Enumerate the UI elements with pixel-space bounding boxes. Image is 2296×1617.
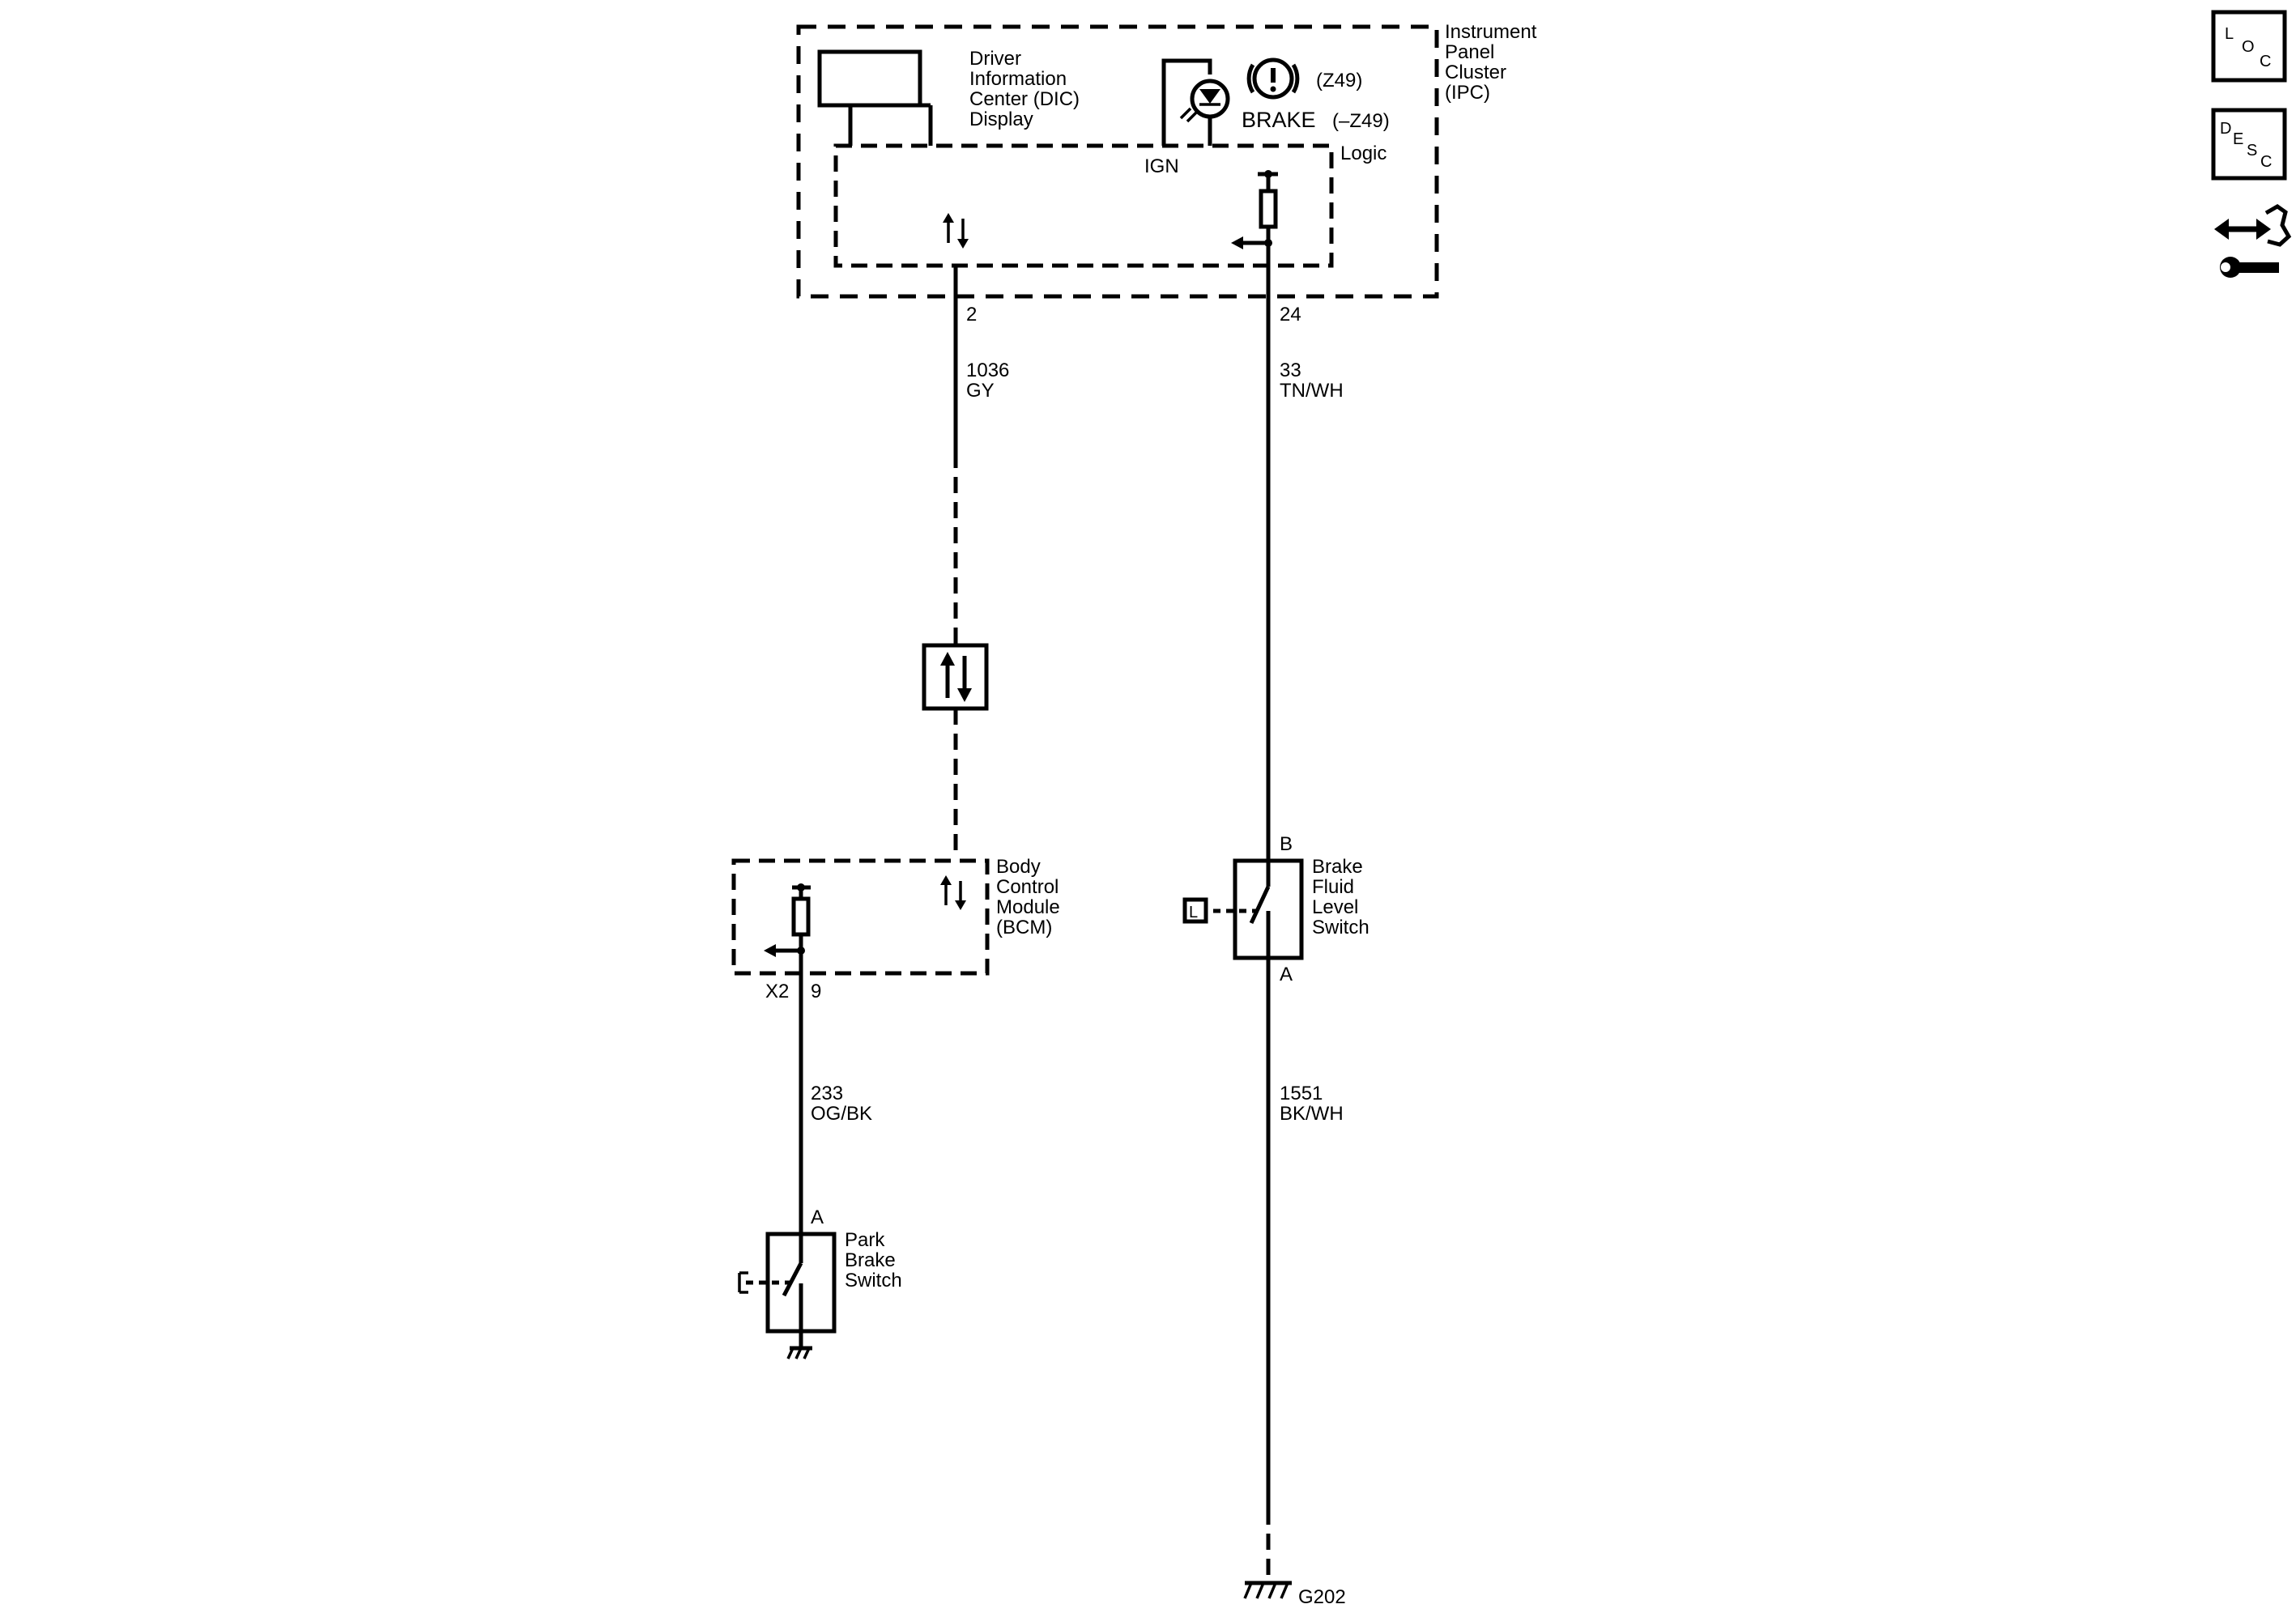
description-icon[interactable]: D E S C [2211,108,2287,181]
ipc-outline [796,24,1439,299]
brake-fluid-title-line4: Switch [1312,917,1370,938]
ipc-title-line4: (IPC) [1445,82,1490,104]
wire-33-number: 33 [1280,360,1301,381]
light-emission-icon [1179,107,1199,123]
park-brake-pin-a: A [811,1206,824,1228]
desc-letter-c: C [2260,153,2272,171]
wire-233-number: 233 [811,1083,843,1104]
bcm-outline [731,858,990,976]
ipc-module[interactable]: Instrument Panel Cluster (IPC) Driver In… [796,21,1537,326]
connector-repair-icon[interactable] [2214,204,2292,278]
dic-label-line1: Driver [969,48,1021,70]
wire-233-color: OG/BK [811,1103,872,1125]
brake-warning-icon [1246,57,1300,100]
ground-label: G202 [1298,1586,1346,1608]
dic-label-line3: Center (DIC) [969,88,1080,110]
ipc-title-line2: Panel [1445,41,1494,63]
bcm-pullup-resistor-icon [764,883,811,957]
loc-letter-o: O [2242,38,2255,56]
desc-letter-e: E [2233,130,2243,148]
brake-fluid-title-line1: Brake [1312,856,1363,878]
logic-outline [833,143,1334,268]
loc-letter-l: L [2225,25,2234,43]
park-brake-title-line3: Switch [845,1270,902,1291]
ipc-title-line1: Instrument [1445,21,1537,43]
brake-fluid-title-line3: Level [1312,896,1358,918]
ipc-pin-data: 2 [966,304,977,326]
wire-33-color: TN/WH [1280,380,1344,402]
brake-fluid-location-marker: L [1182,897,1208,924]
bcm-title-line1: Body [996,856,1041,878]
loc-letter-c: C [2260,53,2271,70]
bcm-pin-label: 9 [811,981,821,1002]
serial-data-gateway-icon[interactable] [922,643,989,711]
brake-fluid-pin-b: B [1280,833,1293,855]
brake-indicator[interactable]: (Z49) BRAKE (–Z49) IGN [1144,57,1390,177]
park-brake-title-line2: Brake [845,1249,896,1271]
bcm-title-line4: (BCM) [996,917,1052,938]
bcm-module[interactable]: Body Control Module (BCM) X2 9 [731,856,1060,1002]
g202-ground-icon [1243,1581,1292,1599]
bcm-serial-data-icon [940,875,966,910]
wire-1036-color: GY [966,380,995,402]
brake-fluid-title-line2: Fluid [1312,876,1354,898]
dic-display-box [817,49,922,108]
chassis-ground-icon [786,1346,812,1360]
logic-label: Logic [1340,143,1387,164]
switch-contact-icon [782,1262,803,1297]
ground-circuit[interactable]: 1551 BK/WH G202 [1243,958,1346,1608]
fluid-switch-contact-icon [1249,885,1271,925]
serial-data-icon [943,213,969,249]
ipc-pin-brake: 24 [1280,304,1301,326]
park-brake-circuit[interactable]: 233 OG/BK [799,951,872,1234]
serial-data-circuit[interactable]: 1036 GY [922,266,1009,858]
location-icon[interactable]: L O C [2211,10,2287,83]
ipc-title-line3: Cluster [1445,62,1506,83]
z49-label: (Z49) [1316,70,1362,91]
park-brake-title-line1: Park [845,1229,885,1251]
dic-label-line2: Information [969,68,1067,90]
park-brake-switch[interactable]: A Park Brake Switch [738,1206,902,1360]
dic-display[interactable]: Driver Information Center (DIC) Display [817,48,1080,146]
brake-fluid-location-letter: L [1189,904,1198,921]
led-icon [1199,89,1220,104]
ign-label: IGN [1144,155,1179,177]
ipc-logic: Logic [833,143,1387,268]
bcm-connector-label: X2 [765,981,789,1002]
wire-1551-color: BK/WH [1280,1103,1344,1125]
desc-letter-s: S [2247,142,2257,160]
desc-letter-d: D [2220,120,2231,138]
brake-fluid-pin-a: A [1280,964,1293,985]
pullup-resistor-icon [1231,170,1278,249]
brake-fluid-level-switch[interactable]: B L A Brake Fluid Level Switch [1182,833,1370,985]
bcm-title-line2: Control [996,876,1059,898]
not-z49-label: (–Z49) [1332,110,1390,132]
brake-fluid-signal-circuit[interactable]: 33 TN/WH [1266,243,1344,861]
dic-label-line4: Display [969,109,1033,130]
bcm-title-line3: Module [996,896,1060,918]
park-brake-location-marker [738,1271,748,1294]
wire-1036-number: 1036 [966,360,1009,381]
wire-1551-number: 1551 [1280,1083,1323,1104]
brake-text: BRAKE [1242,108,1316,132]
